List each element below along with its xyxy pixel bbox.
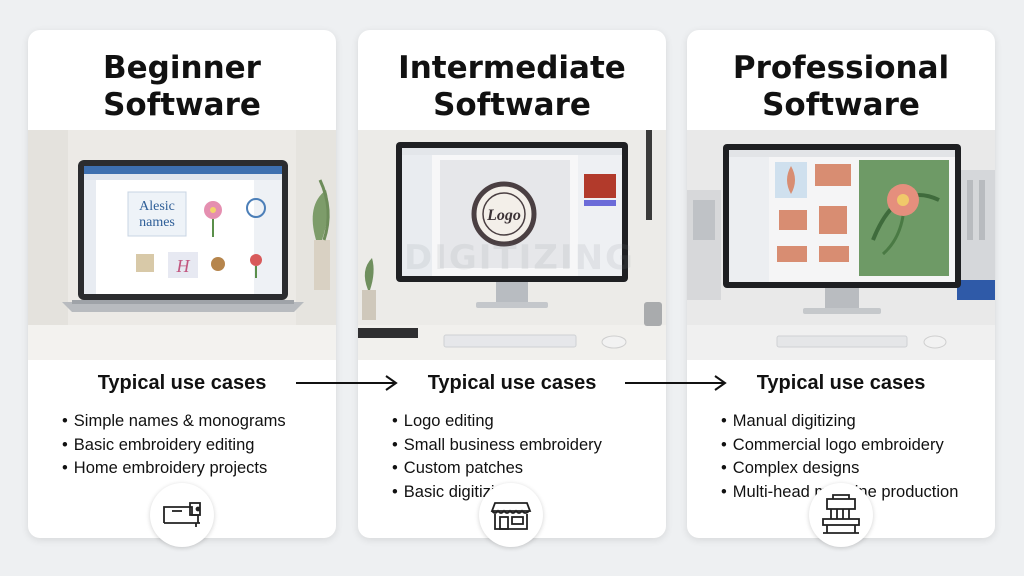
monitor-photo: Logo xyxy=(358,130,666,360)
use-cases-list: Logo editing Small business embroidery C… xyxy=(392,410,602,504)
arrow-right-icon xyxy=(296,373,400,393)
sewing-machine-icon xyxy=(150,483,214,547)
card-title: Professional Software xyxy=(732,50,950,123)
list-item: Complex designs xyxy=(721,457,958,481)
list-item: Simple names & monograms xyxy=(62,410,286,434)
list-item: Basic embroidery editing xyxy=(62,434,286,458)
workstation-photo xyxy=(687,130,995,360)
embroidery-machine-icon xyxy=(809,483,873,547)
card-beginner: Beginner Software Alesic names xyxy=(28,30,336,538)
svg-text:names: names xyxy=(139,215,175,230)
laptop-photo: Alesic names H xyxy=(28,130,336,360)
use-cases-title: Typical use cases xyxy=(97,372,267,394)
storefront-icon xyxy=(479,483,543,547)
list-item: Small business embroidery xyxy=(392,434,602,458)
use-cases-title: Typical use cases xyxy=(427,372,597,394)
card-title: Intermediate Software xyxy=(398,50,626,123)
list-item: Commercial logo embroidery xyxy=(721,434,958,458)
card-title: Beginner Software xyxy=(103,50,261,123)
card-intermediate: Intermediate Software Logo xyxy=(358,30,666,538)
arrow-right-icon xyxy=(625,373,729,393)
list-item: Manual digitizing xyxy=(721,410,958,434)
list-item: Home embroidery projects xyxy=(62,457,286,481)
card-professional: Professional Software xyxy=(687,30,995,538)
use-cases-title: Typical use cases xyxy=(756,372,926,394)
use-cases-list: Simple names & monograms Basic embroider… xyxy=(62,410,286,481)
list-item: Custom patches xyxy=(392,457,602,481)
watermark: DIGITIZING xyxy=(404,238,635,278)
list-item: Logo editing xyxy=(392,410,602,434)
svg-text:Alesic: Alesic xyxy=(139,199,175,214)
svg-text:H: H xyxy=(176,256,191,276)
screen-logo-text: Logo xyxy=(486,207,521,224)
